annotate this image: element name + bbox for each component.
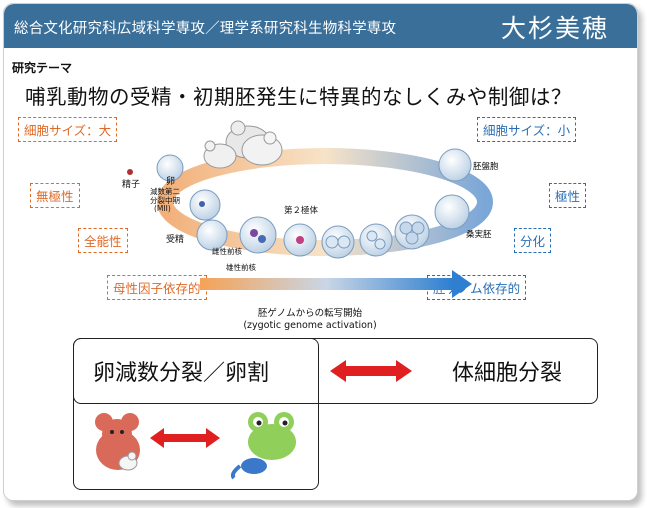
department-text: 総合文化研究科広域科学専攻／理学系研究科生物科学専攻 [14, 21, 397, 37]
blastocyst [438, 148, 472, 182]
fertilization-label: 受精 [166, 235, 185, 245]
morula [434, 194, 470, 230]
adult-mice-illustration [203, 120, 283, 169]
label-differentiation: 分化 [514, 228, 552, 253]
author-name: 大杉美穂 [501, 14, 610, 43]
meiosis-box [73, 338, 319, 490]
zygote [239, 216, 277, 254]
meiosis-cleavage-text: 卵減数分裂／卵割 [93, 361, 270, 386]
development-cycle-diagram [127, 120, 493, 298]
header-bar: 総合文化研究科広域科学専攻／理学系研究科生物科学専攻 大杉美穂 [4, 4, 637, 48]
double-arrow-top [330, 360, 412, 382]
zga-arrow [200, 270, 472, 298]
mii-egg [189, 189, 221, 221]
sperm-label: 精子 [122, 180, 141, 190]
research-question: 哺乳動物の受精・初期胚発生に特異的なしくみや制御は？ [25, 85, 572, 109]
male-pronucleus-label: 雄性前核 [226, 263, 256, 272]
sperm-cell [127, 169, 133, 175]
morula-label: 桑実胚 [466, 230, 492, 240]
four-cell-embryo [359, 223, 393, 257]
zga-caption: 胚ゲノムからの転写開始 (zygotic genome activation) [235, 308, 385, 332]
label-cell-size-large: 細胞サイズ：大 [18, 117, 118, 142]
polar-body-label: 第２極体 [284, 206, 319, 216]
female-pronucleus-label: 雌性前核 [212, 247, 242, 256]
fertilized-egg [196, 219, 228, 251]
mii-label-3: (MII) [154, 204, 171, 213]
double-arrow-bottom [150, 428, 220, 448]
label-polar: 極性 [549, 183, 587, 208]
zga-caption-line2: (zygotic genome activation) [243, 320, 377, 331]
frog-tadpole-illustration [230, 412, 296, 480]
mii-label-2: 分裂中期 [150, 196, 180, 205]
mii-label-1: 減数第二 [150, 187, 180, 196]
label-totipotent: 全能性 [78, 228, 128, 253]
mouse-illustration [95, 413, 140, 471]
label-apolar: 無極性 [30, 183, 80, 208]
egg-cell [156, 154, 184, 182]
egg-label: 卵 [166, 177, 176, 187]
somatic-division-text: 体細胞分裂 [452, 361, 563, 386]
zga-caption-line1: 胚ゲノムからの転写開始 [257, 308, 363, 319]
blastocyst-label: 胚盤胞 [473, 162, 499, 172]
theme-label: 研究テーマ [12, 61, 73, 75]
label-cell-size-small: 細胞サイズ：小 [477, 117, 577, 142]
